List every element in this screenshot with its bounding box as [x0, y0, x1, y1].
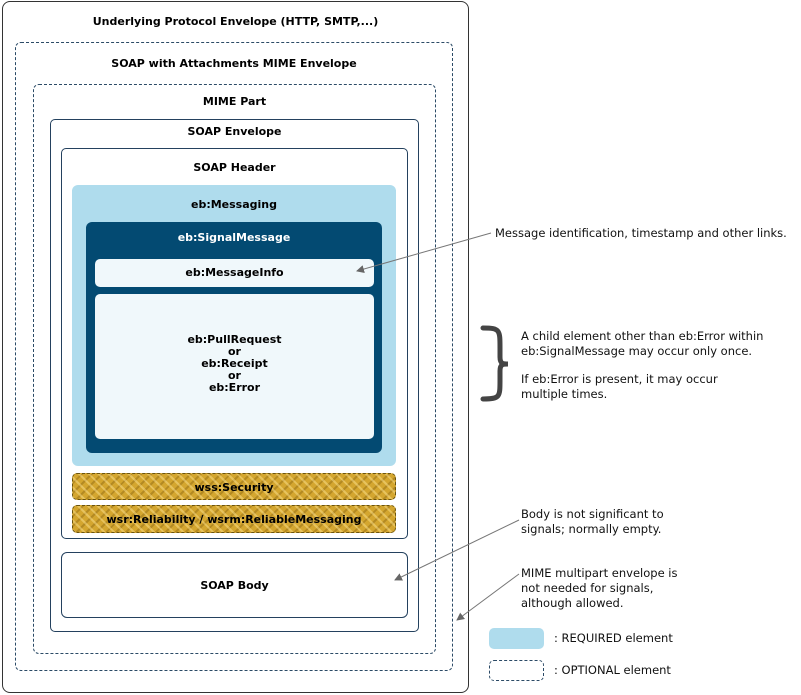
legend-required-label: : REQUIRED element	[554, 631, 673, 645]
choice-pull-request: eb:PullRequest	[187, 333, 282, 346]
eb-message-info-title: eb:MessageInfo	[185, 266, 284, 279]
wss-security: wss:Security	[72, 473, 396, 500]
note-message-info: Message identification, timestamp and ot…	[495, 226, 787, 240]
soap-envelope: SOAP Envelope	[50, 119, 419, 632]
wsr-reliability-title: wsr:Reliability / wsrm:ReliableMessaging	[106, 513, 362, 526]
eb-messaging-title: eb:Messaging	[190, 198, 277, 211]
mime-part: MIME Part	[33, 84, 436, 654]
note-body: Body is not significant to signals; norm…	[521, 507, 664, 536]
protocol-envelope: Underlying Protocol Envelope (HTTP, SMTP…	[2, 1, 469, 693]
soap-header-title: SOAP Header	[193, 161, 276, 174]
choice-or-1: or	[228, 345, 241, 358]
choice-error: eb:Error	[208, 381, 261, 394]
swa-mime-envelope-title: SOAP with Attachments MIME Envelope	[111, 57, 357, 70]
eb-message-info: eb:MessageInfo	[95, 259, 374, 287]
choice-or-2: or	[228, 369, 241, 382]
note-signal-children-once: A child element other than eb:Error with…	[521, 329, 764, 358]
arrow-body	[394, 519, 520, 581]
signal-choices: eb:PullRequest or eb:Receipt or eb:Error	[95, 294, 374, 439]
mime-part-title: MIME Part	[202, 95, 267, 108]
legend-optional-swatch	[489, 660, 544, 681]
wss-security-title: wss:Security	[194, 481, 274, 494]
soap-body: SOAP Body	[61, 552, 408, 618]
soap-body-title: SOAP Body	[200, 579, 269, 592]
soap-header: SOAP Header	[61, 148, 408, 539]
wsr-reliability: wsr:Reliability / wsrm:ReliableMessaging	[72, 505, 396, 533]
arrow-mime	[456, 573, 520, 621]
soap-envelope-title: SOAP Envelope	[187, 125, 282, 138]
note-signal-children-error: If eb:Error is present, it may occur mul…	[521, 372, 718, 401]
protocol-envelope-title: Underlying Protocol Envelope (HTTP, SMTP…	[92, 15, 379, 28]
legend-optional-label: : OPTIONAL element	[554, 663, 671, 677]
eb-signal-message-title: eb:SignalMessage	[177, 231, 291, 244]
choice-receipt: eb:Receipt	[201, 357, 268, 370]
legend-required-swatch	[489, 628, 544, 649]
swa-mime-envelope: SOAP with Attachments MIME Envelope	[15, 42, 453, 671]
note-mime: MIME multipart envelope is not needed fo…	[521, 566, 678, 610]
brace-icon	[480, 325, 509, 402]
arrow-message-info	[356, 232, 492, 273]
